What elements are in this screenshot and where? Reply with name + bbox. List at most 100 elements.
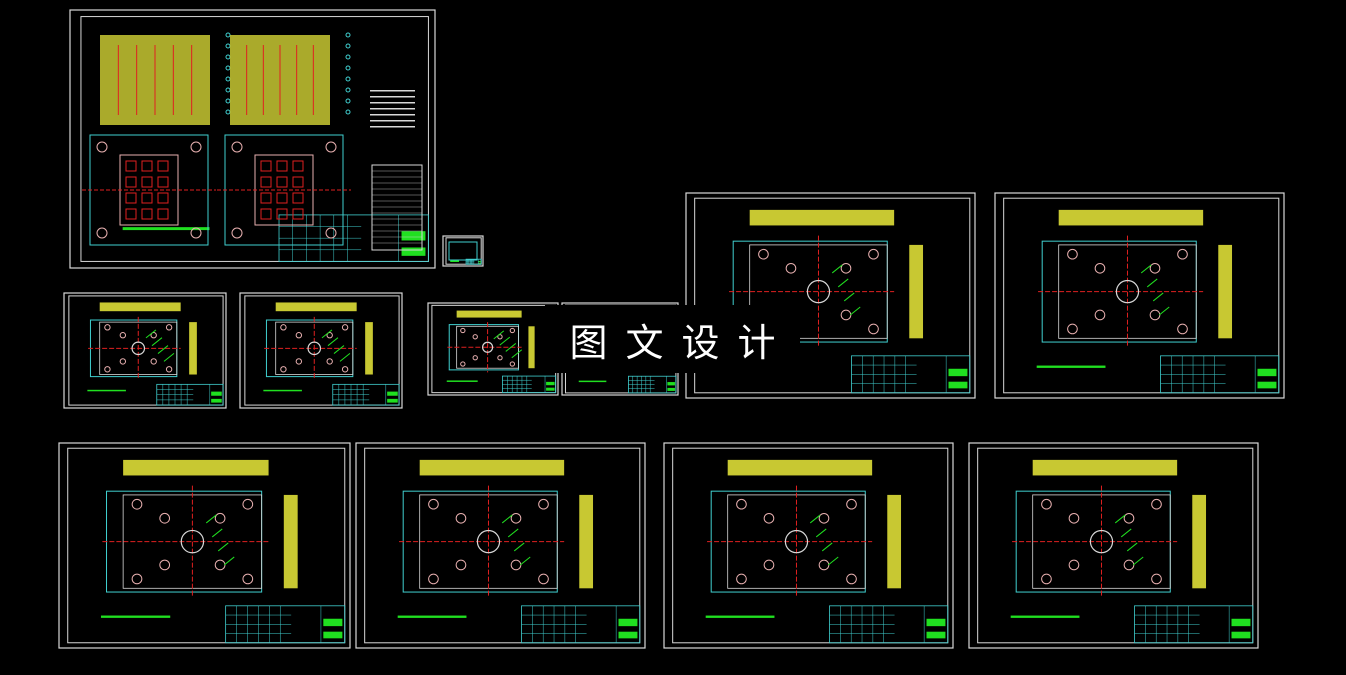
drawing-sheet-plate: [994, 192, 1285, 399]
balloon-callout: [225, 109, 231, 115]
dimension-leader: [519, 556, 531, 566]
dimension-leader: [821, 542, 833, 552]
hole: [104, 324, 111, 331]
hole: [509, 361, 516, 367]
cavity: [157, 208, 169, 220]
cavity: [141, 192, 153, 204]
hole: [165, 324, 173, 331]
dimension-leader: [511, 349, 523, 359]
cavity: [276, 160, 288, 172]
title-block-text: [323, 618, 343, 627]
technical-requirements: [370, 102, 415, 104]
sheet-inner-border: [977, 447, 1254, 644]
section-view-top: [123, 459, 269, 476]
guide-pin-hole: [190, 141, 202, 153]
balloon-callout: [225, 43, 231, 49]
hole: [131, 573, 143, 585]
cavity: [125, 160, 137, 172]
technical-requirements: [370, 126, 415, 128]
hole: [159, 559, 171, 571]
title-block-text: [546, 387, 555, 391]
hole: [1177, 248, 1188, 260]
technical-notes: [578, 380, 607, 383]
technical-notes: [705, 615, 775, 618]
guide-pin-hole: [231, 227, 243, 239]
technical-notes: [87, 389, 126, 392]
title-block-text: [667, 387, 675, 391]
hole: [763, 559, 775, 571]
section-view-side: [189, 322, 197, 375]
hole: [460, 361, 466, 367]
technical-notes: [263, 389, 302, 392]
hole: [510, 559, 522, 571]
title-block-text: [618, 618, 638, 627]
sprue-hole: [784, 529, 809, 554]
technical-requirements: [370, 90, 415, 92]
balloon-callout: [225, 76, 231, 82]
hole: [846, 498, 857, 510]
sheet-inner-border: [67, 447, 346, 644]
section-view-side: [1192, 494, 1207, 589]
title-block-text: [948, 368, 968, 377]
hole: [1067, 248, 1078, 260]
dimension-leader: [507, 528, 519, 538]
section-view-top: [99, 302, 181, 312]
title-block-text: [546, 381, 555, 386]
dimension-leader: [333, 345, 345, 354]
hole: [472, 334, 478, 340]
section-view-top: [1058, 209, 1204, 226]
dimension-leader: [815, 528, 827, 538]
dimension-leader: [499, 336, 511, 346]
cavity: [276, 208, 288, 220]
hole: [341, 324, 349, 331]
technical-notes: [122, 227, 210, 231]
title-block-text: [1231, 631, 1251, 639]
hole: [758, 248, 769, 260]
dimension-leader: [827, 556, 839, 566]
hole: [119, 332, 127, 339]
cavity: [260, 160, 272, 172]
sheet-outer-border: [685, 192, 976, 399]
title-block-text: [387, 391, 398, 396]
hole: [104, 366, 111, 373]
dimension-leader: [211, 528, 223, 538]
hole: [818, 512, 830, 524]
balloon-callout: [345, 98, 351, 104]
watermark: 图文设计: [545, 305, 800, 373]
guide-pin-hole: [231, 141, 243, 153]
cavity: [157, 176, 169, 188]
dimension-leader: [809, 514, 821, 524]
dimension-leader: [157, 345, 169, 354]
hole: [242, 498, 254, 510]
sheet-inner-border: [694, 197, 971, 394]
cavity: [292, 176, 304, 188]
hole: [1151, 573, 1162, 585]
cavity: [260, 208, 272, 220]
title-block-text: [1231, 618, 1251, 627]
cavity: [125, 192, 137, 204]
sheet-inner-border: [672, 447, 949, 644]
section-view-top: [275, 302, 357, 312]
dimension-leader: [1152, 292, 1164, 302]
technical-notes: [446, 380, 478, 382]
technical-requirements: [370, 120, 415, 122]
balloon-callout: [345, 65, 351, 71]
section-view-side: [365, 322, 373, 375]
title-block-text: [667, 382, 675, 386]
balloon-callout: [345, 109, 351, 115]
sheet-outer-border: [58, 442, 351, 649]
thumbnail-drawing: [448, 241, 478, 261]
title-block-text: [387, 398, 398, 403]
hole: [1041, 573, 1052, 585]
hole: [326, 358, 333, 365]
hole: [868, 248, 879, 260]
hole: [736, 498, 747, 510]
drawing-sheet-core-plate: [239, 292, 403, 409]
section-view-side: [528, 326, 535, 369]
hole: [840, 309, 852, 321]
drawing-sheet-plate: [58, 442, 351, 649]
technical-notes: [1036, 365, 1106, 368]
balloon-callout: [225, 54, 231, 60]
hole: [1094, 262, 1106, 274]
